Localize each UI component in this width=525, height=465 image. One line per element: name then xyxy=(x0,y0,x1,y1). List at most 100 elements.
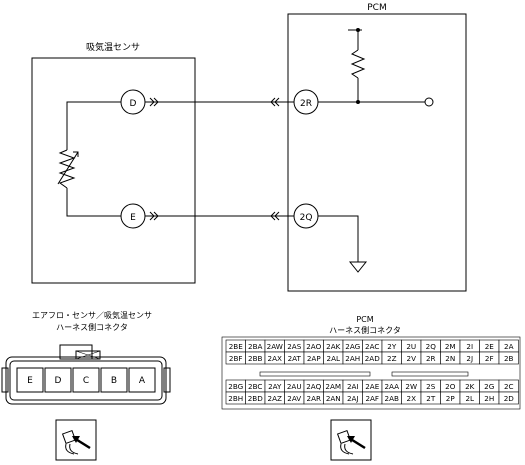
pcm-connector-pin-label: 2S xyxy=(426,382,436,391)
left-connector-title-2: ハーネス側コネクタ xyxy=(56,322,128,332)
pcm-connector-pin-label: 2O xyxy=(445,382,456,391)
pcm-label: PCM xyxy=(367,3,386,13)
pcm-connector-pin-label: 2I xyxy=(466,342,473,351)
pcm-connector-pin-label: 2Q xyxy=(426,342,437,351)
pcm-connector-pin-label: 2AX xyxy=(268,354,282,363)
pcm-connector-pin-label: 2AB xyxy=(385,394,399,403)
pcm-connector-pin xyxy=(498,351,519,365)
pcm-connector-pin-label: 2V xyxy=(407,354,417,363)
pcm-connector-title-1: PCM xyxy=(356,315,373,324)
pcm-connector-pin-label: 2D xyxy=(504,394,515,403)
pcm-connector-pin-label: 2AF xyxy=(365,394,379,403)
ground-symbol xyxy=(318,215,368,273)
terminal-2q-label: 2Q xyxy=(300,213,313,223)
thermistor-circuit xyxy=(57,101,121,217)
pcm-connector-pin-label: 2Z xyxy=(387,354,397,363)
pcm-connector-pin-label: 2AD xyxy=(365,354,380,363)
pcm-connector-pin-label: 2C xyxy=(504,382,514,391)
left-connector-pin-label: B xyxy=(111,376,117,386)
thermistor-resistor xyxy=(58,149,76,189)
pcm-connector-pin-label: 2AH xyxy=(345,354,360,363)
pcm-connector-pin-label: 2AC xyxy=(365,342,379,351)
pcm-connector-pin-label: 2AW xyxy=(267,342,283,351)
pcm-connector-pin-label: 2A xyxy=(504,342,514,351)
pcm-connector-pin-label: 2F xyxy=(485,354,494,363)
pcm-connector-pin-label: 2BH xyxy=(228,394,243,403)
pcm-connector-pin-label: 2BF xyxy=(229,354,243,363)
pcm-connector-pin-label: 2AE xyxy=(365,382,379,391)
left-connector-pin xyxy=(128,367,156,393)
pcm-connector-pin-label: 2BB xyxy=(248,354,263,363)
pcm-connector-pin-label: 2AV xyxy=(287,394,301,403)
pcm-connector-pin-label: 2B xyxy=(504,354,514,363)
pcm-connector-pin-label: 2AS xyxy=(287,342,301,351)
pcm-connector-pin-label: 2N xyxy=(445,354,455,363)
pcm-connector-pin-label: 2AT xyxy=(288,354,302,363)
pcm-connector-title-2: ハーネス側コネクタ xyxy=(329,325,401,335)
sensor-label: 吸気温センサ xyxy=(86,41,140,53)
pcm-connector-pin-label: 2H xyxy=(484,394,494,403)
left-connector-pin xyxy=(72,367,100,393)
pcm-connector-pin-label: 2W xyxy=(405,382,417,391)
pcm-connector-pin-label: 2AM xyxy=(325,382,341,391)
pcm-connector-pin-label: 2Y xyxy=(387,342,397,351)
pcm-connector-pin-label: 2AO xyxy=(306,342,321,351)
pcm-connector-pin-label: 2AG xyxy=(345,342,360,351)
pcm-connector-pin-label: 2AJ xyxy=(347,394,359,403)
left-connector-pin-label: D xyxy=(55,376,62,386)
pcm-connector-pin-label: 2U xyxy=(406,342,416,351)
pcm-connector-pin-label: 2BD xyxy=(248,394,264,403)
left-connector xyxy=(1,344,171,405)
pcm-connector-pin-label: 2L xyxy=(465,394,474,403)
pcm-connector-pin-label: 2AY xyxy=(268,382,282,391)
pcm-connector-pin-label: 2M xyxy=(445,342,456,351)
left-connector-pin xyxy=(44,367,72,393)
pcm-connector-pin-label: 2AL xyxy=(327,354,341,363)
pcm-connector-pin-label: 2T xyxy=(426,394,436,403)
pcm-connector-pin-label: 2AU xyxy=(287,382,302,391)
signal-output-node xyxy=(424,97,434,107)
harness-view-icon-left xyxy=(55,419,97,461)
pcm-connector-pin-label: 2AN xyxy=(326,394,341,403)
pcm-connector-pin-label: 2AA xyxy=(384,382,399,391)
left-connector-pin-label: E xyxy=(27,376,33,386)
pcm-connector-pin-label: 2AP xyxy=(307,354,321,363)
pcm-connector-pin-label: 2P xyxy=(446,394,456,403)
pcm-connector-pin-label: 2BC xyxy=(248,382,262,391)
sensor-box xyxy=(31,57,196,284)
pcm-connector-pin xyxy=(498,391,519,405)
connector-mark-e xyxy=(149,211,159,221)
pcm-connector-pin-label: 2K xyxy=(465,382,475,391)
pcm-connector-pin-label: 2E xyxy=(485,342,495,351)
left-connector-pin-label: A xyxy=(139,376,146,386)
pcm-connector-pin-label: 2BG xyxy=(228,382,243,391)
left-connector-pin-label: C xyxy=(83,376,89,386)
pullup-resistor xyxy=(348,28,366,102)
pcm-box xyxy=(287,13,467,292)
pcm-connector-pin-label: 2R xyxy=(426,354,436,363)
pcm-connector-pin-label: 2AK xyxy=(326,342,340,351)
pcm-connector-pin-label: 2AR xyxy=(307,394,321,403)
pcm-connector-key-right xyxy=(391,371,469,377)
pcm-connector-pin-label: 2AZ xyxy=(268,394,282,403)
left-connector-pin xyxy=(16,367,44,393)
connector-mark-d xyxy=(149,97,159,107)
pcm-connector-pin-label: 2AQ xyxy=(306,382,321,391)
left-connector-pin xyxy=(100,367,128,393)
harness-view-icon-right xyxy=(330,419,372,461)
connector-mark-2q xyxy=(270,211,280,221)
left-connector-title-1: エアフロ・センサ／吸気温センサ xyxy=(32,310,152,320)
terminal-e-label: E xyxy=(130,213,136,223)
pcm-connector-pin-label: 2BA xyxy=(248,342,263,351)
pcm-connector-pin-label: 2J xyxy=(466,354,473,363)
connector-mark-2r xyxy=(270,97,280,107)
pcm-connector-pin-label: 2X xyxy=(407,394,417,403)
terminal-2r-label: 2R xyxy=(300,99,312,109)
pcm-connector-pin-label: 2AI xyxy=(347,382,359,391)
pcm-connector-key-left xyxy=(259,371,371,377)
terminal-d-label: D xyxy=(130,99,137,109)
pcm-connector-frame xyxy=(221,336,521,410)
pcm-connector-pin-label: 2BE xyxy=(229,342,244,351)
pcm-connector-pin-label: 2G xyxy=(484,382,494,391)
